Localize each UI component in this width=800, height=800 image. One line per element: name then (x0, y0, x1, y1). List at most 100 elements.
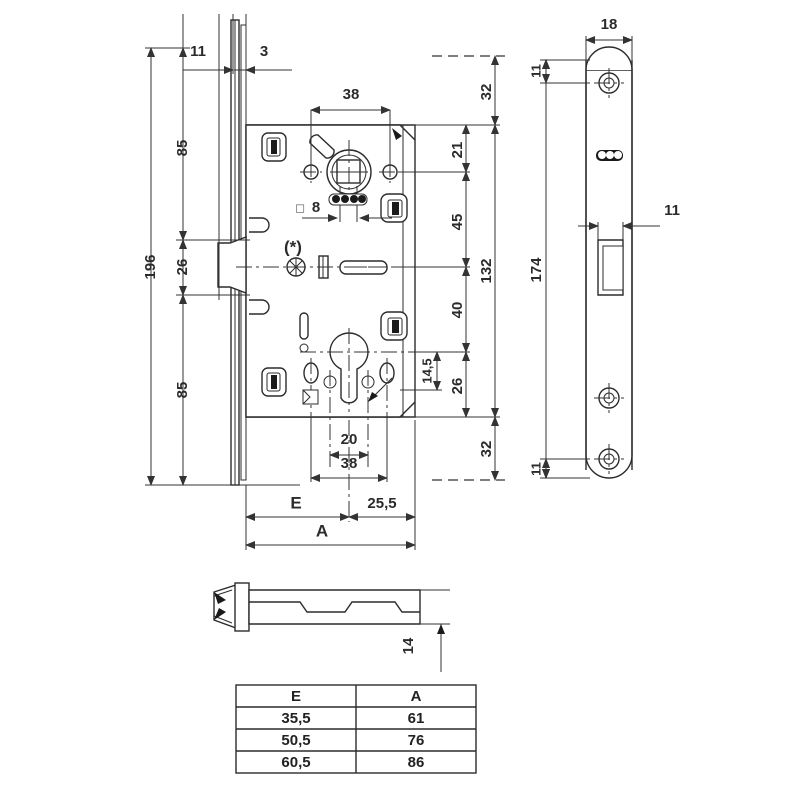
right-slot-fill (392, 202, 399, 215)
square-symbol-icon: □ (296, 200, 304, 215)
lock-case (245, 124, 416, 418)
dim-132-label: 132 (478, 258, 495, 283)
dim-85-lower-label: 85 (174, 382, 191, 399)
detail-view: 14 (213, 582, 450, 672)
table-header-E: E (291, 688, 301, 705)
dim-45-label: 45 (449, 214, 466, 231)
dim-38-bottom-label: 38 (341, 455, 358, 472)
fixing-holes-upper (300, 161, 401, 183)
hook-lower (249, 299, 270, 315)
side-view: 18 11 174 11 11 (528, 16, 680, 479)
dim-3-label: 3 (260, 43, 268, 60)
dim-21-label: 21 (449, 142, 466, 159)
lower-latch-slot (261, 367, 287, 397)
deadbolt-element (309, 134, 335, 159)
latch-pin-3 (614, 151, 622, 159)
dim-255-label: 25,5 (367, 495, 396, 512)
dim-A-label: A (316, 521, 328, 540)
latch-tongue-shape (217, 235, 247, 295)
chamfer-leader-arrow (392, 128, 402, 140)
euro-cylinder-hole (300, 328, 410, 412)
detail-bolt-notches (249, 601, 420, 613)
side-screw-mid (594, 383, 624, 413)
dim-11-label: 11 (190, 43, 206, 60)
bolt-tip-arrow-1 (214, 592, 226, 604)
spring-coil-1 (332, 195, 340, 203)
dim-14-arrow (437, 624, 445, 634)
vertical-slot (299, 312, 309, 340)
dim-11-top-label: 11 (528, 64, 543, 78)
upper-latch-slot (261, 132, 287, 162)
latch-slot-fill (271, 140, 277, 154)
dim-18-label: 18 (601, 16, 618, 33)
dim-32-bottom-label: 32 (478, 441, 495, 458)
spring-coil-2 (341, 195, 349, 203)
dim-14-group: 14 (400, 589, 450, 672)
lower-slot-group (299, 311, 408, 353)
front-view: 11 3 38 196 85 26 85 (142, 14, 505, 550)
dim-85-upper-label: 85 (174, 140, 191, 157)
bracket-arrow (302, 389, 311, 405)
bolt-window-inner (602, 245, 624, 291)
dim-32-top-label: 32 (478, 84, 495, 101)
dim-left-group: 196 85 26 85 (142, 47, 300, 486)
dim-18-group: 18 (585, 16, 633, 72)
detail-bolt-body (248, 589, 421, 625)
dim-38-top-label: 38 (343, 86, 360, 103)
table-cell-e-2: 50,5 (281, 732, 310, 749)
dim-8-label: 8 (312, 199, 320, 216)
table-cell-a-2: 76 (408, 732, 425, 749)
latch-pin-2 (606, 151, 614, 159)
dim-174-group: 174 (528, 59, 550, 479)
dimension-table: E A 35,5 61 50,5 76 60,5 86 (235, 684, 477, 774)
dim-26-right-label: 26 (449, 378, 466, 395)
handle-follower (326, 140, 372, 205)
dim-bottom-group: 20 38 E 25,5 A (245, 420, 416, 550)
hook-upper (249, 217, 270, 233)
mid-latch-tongue (217, 235, 247, 295)
dim-11-window-label: 11 (664, 202, 680, 219)
side-screw-bottom (594, 444, 624, 474)
dim-26-mid-label: 26 (174, 259, 191, 276)
dim-20-label: 20 (341, 431, 358, 448)
dim-11-bottom-group: 11 (528, 458, 590, 479)
table-cell-a-1: 61 (408, 710, 425, 727)
faceplate-hooks (249, 217, 270, 315)
spring-coil-3 (350, 195, 358, 203)
dim-145-group: 14,5 (400, 351, 442, 391)
faceplate-top-round (585, 46, 633, 71)
table-cell-a-3: 86 (408, 754, 425, 771)
bolt-tip-arrow-2 (214, 608, 226, 620)
dim-196-label: 196 (142, 254, 159, 279)
asterisk-note-label: (*) (284, 237, 302, 256)
dim-145-label: 14,5 (419, 358, 434, 383)
upper-right-slot (380, 193, 408, 223)
dim-square8-group: 8 □ (296, 199, 392, 222)
bottom-bracket (302, 377, 393, 405)
table-header-A: A (411, 688, 422, 705)
dim-11-bot-label: 11 (528, 462, 543, 476)
spring-coil-4 (358, 195, 366, 203)
lower-latch-fill (271, 375, 277, 389)
dim-14-label: 14 (400, 637, 417, 654)
lower-right-slot-fill (392, 320, 399, 333)
detail-faceplate (234, 582, 250, 632)
latch-pin-1 (598, 151, 606, 159)
follower-spring (328, 186, 368, 206)
bolt-tip (213, 584, 237, 629)
leader-arrow-cyl (368, 392, 378, 402)
dim-11-window-group: 11 (578, 202, 680, 240)
dim-E-label: E (290, 493, 301, 512)
side-screw-top (594, 68, 624, 98)
dim-40-label: 40 (449, 302, 466, 319)
deadbolt-shape (309, 134, 335, 159)
side-bolt-window (597, 239, 624, 296)
dim-38-top-group: 38 (310, 86, 391, 164)
dim-174-label: 174 (528, 257, 545, 283)
dim-right-group: 32 132 32 21 45 40 26 (236, 55, 505, 481)
table-cell-e-1: 35,5 (281, 710, 310, 727)
table-cell-e-3: 60,5 (281, 754, 310, 771)
small-round-hole (299, 343, 309, 353)
side-latch-pins (596, 150, 623, 161)
